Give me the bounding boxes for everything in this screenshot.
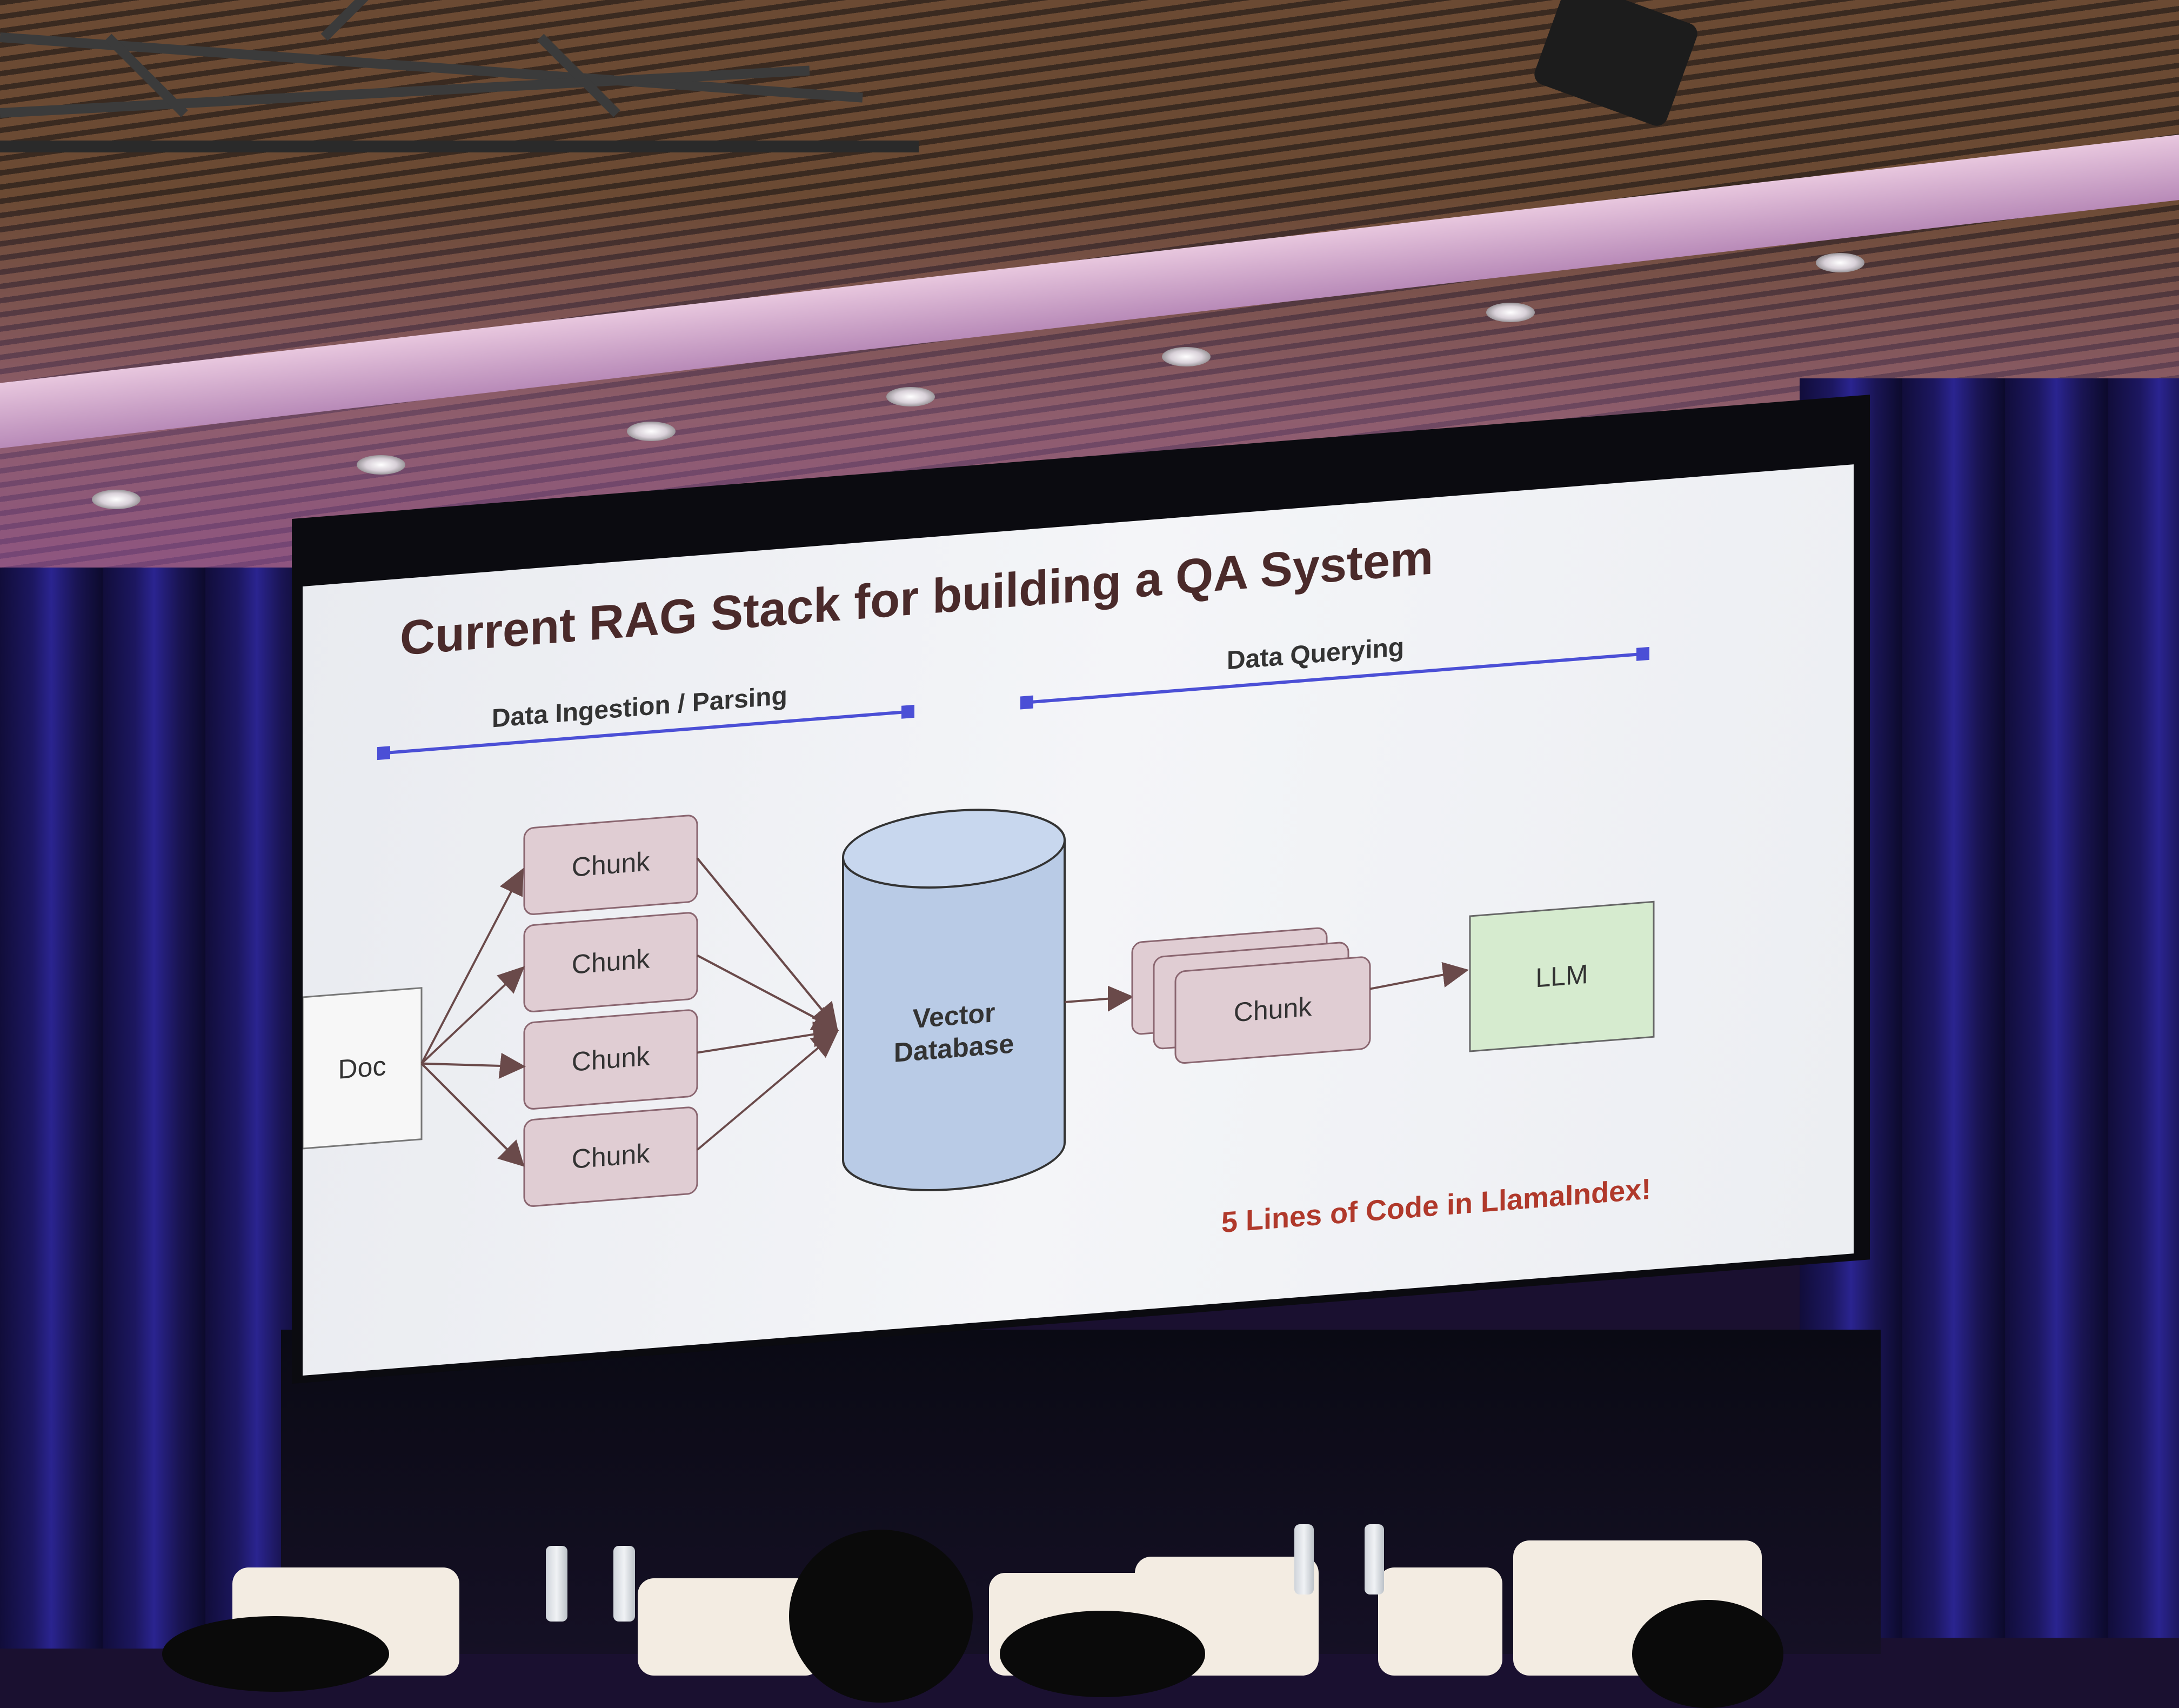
doc-to-chunk-arrow	[420, 966, 525, 1065]
water-bottle	[1294, 1524, 1314, 1594]
lighting-truss	[0, 0, 919, 152]
db-to-chunks-arrow	[1065, 985, 1134, 1012]
audience-head	[1000, 1611, 1205, 1697]
audience-head	[162, 1616, 389, 1692]
audience-head	[1632, 1600, 1783, 1708]
ingestion-section-line	[384, 710, 908, 755]
water-bottle	[546, 1546, 567, 1622]
chunk-to-db-arrow	[696, 857, 838, 1029]
section-line-end	[1020, 695, 1033, 710]
ceiling-downlight	[1162, 347, 1211, 366]
querying-section-line	[1027, 652, 1643, 704]
chunk-to-db-arrow	[697, 1021, 839, 1054]
slide-diagram	[303, 646, 1655, 1207]
audience-head	[789, 1530, 973, 1703]
chunks-to-llm-arrow	[1369, 962, 1469, 990]
doc-to-chunk-arrow	[420, 1063, 525, 1167]
chunk-to-db-arrow	[696, 1031, 839, 1151]
section-line-end	[1636, 646, 1649, 661]
stage-chair	[1378, 1567, 1502, 1676]
vector-database-cylinder	[842, 809, 1066, 1192]
water-bottle	[1365, 1524, 1384, 1594]
ceiling-downlight	[1486, 303, 1535, 322]
llm-box	[1469, 900, 1655, 1052]
retrieved-chunk-stack-front	[1174, 956, 1371, 1064]
chunk-to-db-arrow	[696, 954, 839, 1031]
water-bottle	[613, 1546, 635, 1622]
ceiling-downlight	[357, 455, 405, 475]
ceiling-downlight	[627, 422, 676, 441]
ceiling-downlight	[1816, 253, 1864, 272]
truss-bar	[0, 65, 810, 118]
ceiling-downlight	[92, 490, 141, 509]
section-line-end	[377, 746, 390, 760]
truss-bar	[320, 0, 404, 41]
doc-to-chunk-arrow	[420, 868, 524, 1064]
ceiling-downlight	[886, 387, 935, 406]
section-line-end	[901, 704, 914, 719]
presentation-slide: Current RAG Stack for building a QA Syst…	[303, 464, 1854, 1376]
doc-to-chunk-arrow	[421, 1052, 526, 1079]
